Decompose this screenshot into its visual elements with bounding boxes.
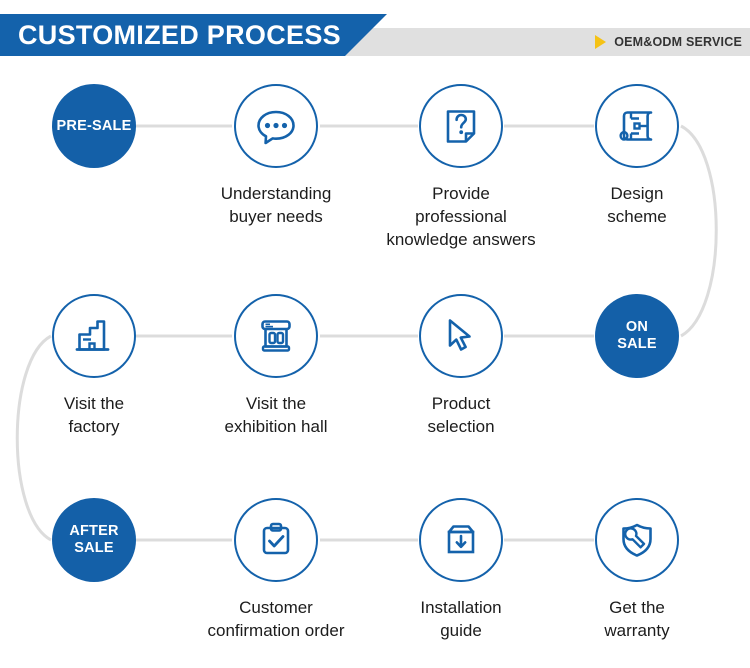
page-title: CUSTOMIZED PROCESS bbox=[18, 20, 341, 50]
header-service-label: OEM&ODM SERVICE bbox=[614, 35, 742, 49]
step-label: Customer confirmation order bbox=[207, 598, 345, 640]
node-stage-pre-sale[interactable]: PRE-SALE bbox=[19, 84, 169, 168]
header-blue-banner bbox=[0, 14, 387, 56]
step-label: Understanding buyer needs bbox=[220, 184, 332, 226]
node-stage-after-sale[interactable]: AFTER SALE bbox=[19, 498, 169, 582]
blueprint-icon bbox=[619, 111, 653, 141]
stage-circle: AFTER SALE bbox=[52, 498, 136, 582]
icon-circle bbox=[234, 498, 318, 582]
icon-circle bbox=[595, 84, 679, 168]
icon-circle bbox=[419, 498, 503, 582]
step-label: Visit the factory bbox=[63, 394, 125, 436]
step-label: Product selection bbox=[427, 394, 495, 436]
node-visit-the-exhibition-hall[interactable]: Visit the exhibition hall bbox=[201, 294, 351, 438]
node-design-scheme[interactable]: Design scheme bbox=[562, 84, 712, 228]
node-provide-professional-knowledge-answers[interactable]: Provide professional knowledge answers bbox=[386, 84, 536, 251]
clipboard-check-icon bbox=[262, 522, 290, 555]
node-customer-confirmation-order[interactable]: Customer confirmation order bbox=[201, 498, 351, 642]
icon-circle bbox=[234, 294, 318, 378]
step-label: Get the warranty bbox=[604, 598, 670, 640]
page-header: CUSTOMIZED PROCESS OEM&ODM SERVICE bbox=[0, 0, 750, 70]
exhibition-hall-icon bbox=[261, 320, 291, 352]
node-installation-guide[interactable]: Installation guide bbox=[386, 498, 536, 642]
icon-circle bbox=[419, 294, 503, 378]
icon-circle bbox=[234, 84, 318, 168]
step-label: Provide professional knowledge answers bbox=[386, 184, 536, 249]
icon-circle bbox=[419, 84, 503, 168]
icon-circle bbox=[52, 294, 136, 378]
icon-circle bbox=[595, 498, 679, 582]
factory-icon bbox=[75, 320, 110, 351]
node-product-selection[interactable]: Product selection bbox=[386, 294, 536, 438]
cursor-arrow-icon bbox=[448, 319, 471, 351]
header-gray-bar bbox=[300, 28, 750, 56]
node-stage-on-sale[interactable]: ON SALE bbox=[562, 294, 712, 378]
node-visit-the-factory[interactable]: Visit the factory bbox=[19, 294, 169, 438]
step-label: Design scheme bbox=[607, 184, 667, 226]
step-label: Visit the exhibition hall bbox=[224, 394, 328, 436]
stage-label: ON SALE bbox=[617, 319, 657, 352]
stage-label: PRE-SALE bbox=[56, 117, 132, 134]
shield-wrench-icon bbox=[622, 523, 652, 557]
node-get-the-warranty[interactable]: Get the warranty bbox=[562, 498, 712, 642]
stage-circle: PRE-SALE bbox=[52, 84, 136, 168]
stage-circle: ON SALE bbox=[595, 294, 679, 378]
document-question-icon bbox=[446, 110, 476, 143]
box-download-icon bbox=[447, 525, 475, 554]
speech-bubble-icon bbox=[257, 110, 295, 145]
node-understanding-buyer-needs[interactable]: Understanding buyer needs bbox=[201, 84, 351, 228]
stage-label: AFTER SALE bbox=[69, 523, 119, 556]
play-triangle-icon bbox=[595, 35, 607, 49]
header-service-group: OEM&ODM SERVICE bbox=[595, 28, 742, 56]
step-label: Installation guide bbox=[420, 598, 502, 640]
